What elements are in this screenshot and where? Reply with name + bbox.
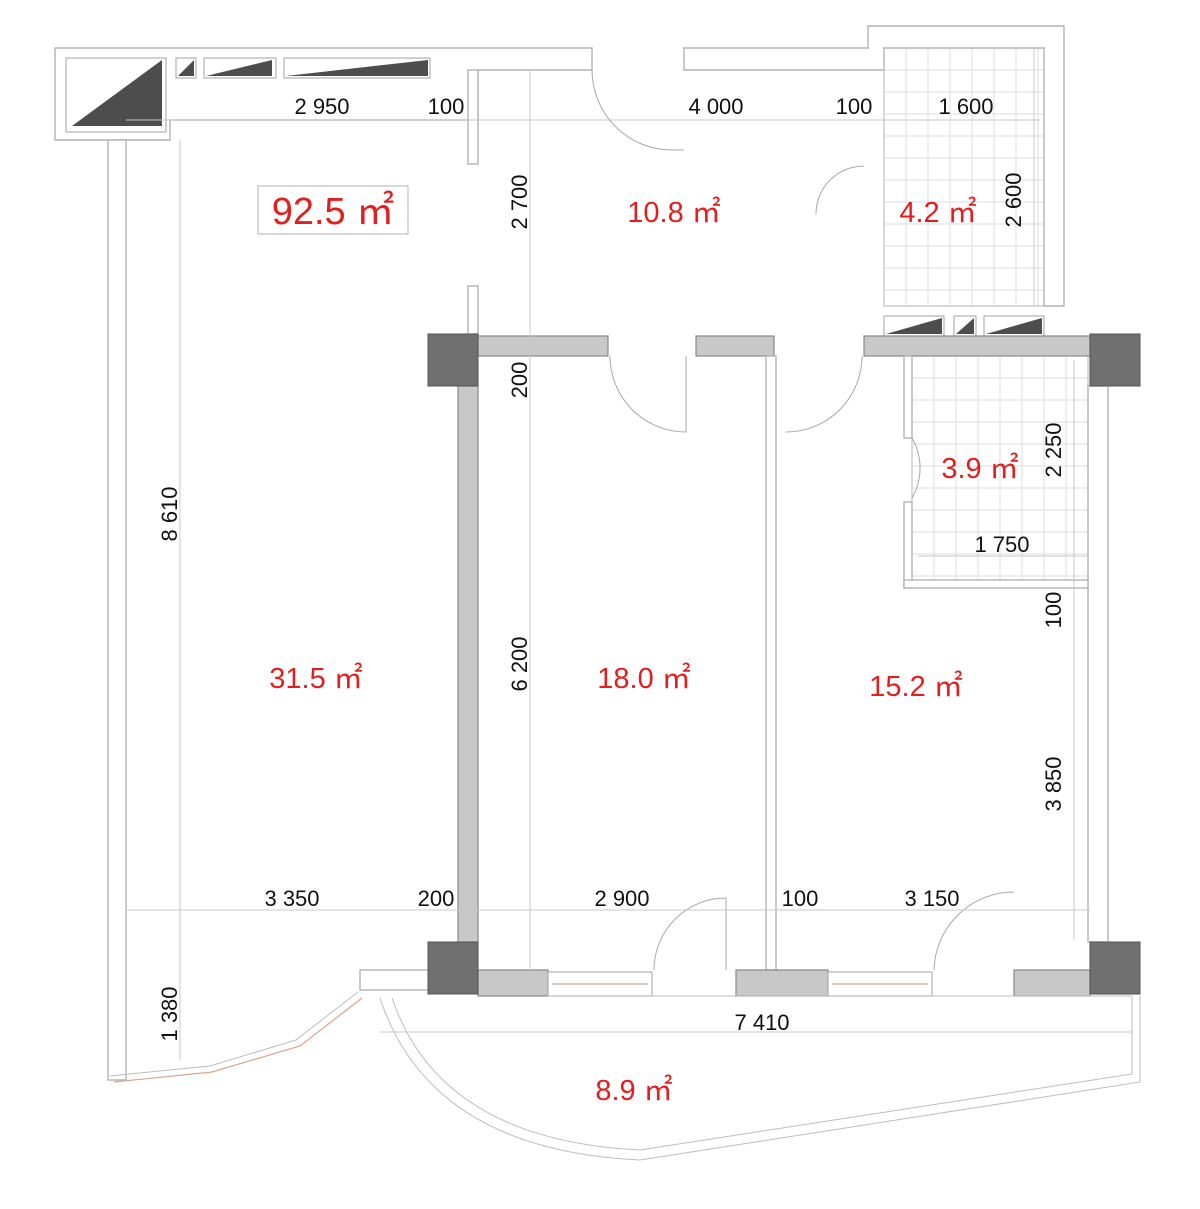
dim-v-2700: 2 700 <box>507 174 532 229</box>
dim-v-1380: 1 380 <box>157 986 182 1041</box>
room-area-bathroom-right: 3.9 ㎡ <box>941 452 1018 485</box>
room-area-bathroom-top: 4.2 ㎡ <box>899 196 976 229</box>
dim-bot-200: 200 <box>418 886 455 911</box>
bathroom-top-tiles <box>883 47 1045 307</box>
dim-v-200: 200 <box>507 362 532 399</box>
dim-top-1600: 1 600 <box>938 94 993 119</box>
dimension-lines <box>126 48 1132 1060</box>
outer-walls <box>54 25 1109 1081</box>
dim-bot-3350: 3 350 <box>264 886 319 911</box>
windows <box>547 971 933 997</box>
columns <box>427 333 1141 995</box>
room-area-balcony: 8.9 ㎡ <box>595 1074 672 1107</box>
room-area-hall: 10.8 ㎡ <box>627 196 721 229</box>
room-area-bedroom-middle: 18.0 ㎡ <box>597 662 691 695</box>
dim-v-8610: 8 610 <box>157 486 182 541</box>
balcony <box>109 991 1141 1161</box>
room-area-bedroom-right: 15.2 ㎡ <box>869 670 963 703</box>
total-area-label: 92.5 ㎡ <box>272 191 395 233</box>
dim-v-2250: 2 250 <box>1041 422 1066 477</box>
room-area-living: 31.5 ㎡ <box>269 662 363 695</box>
dim-v-2600: 2 600 <box>1001 172 1026 227</box>
dim-top-2950: 2 950 <box>294 94 349 119</box>
dim-bot-2900: 2 900 <box>594 886 649 911</box>
dim-v-6200: 6 200 <box>507 636 532 691</box>
bathroom-right-tiles <box>911 355 1089 581</box>
dim-top-100-b: 100 <box>836 94 873 119</box>
dim-balcony-7410: 7 410 <box>734 1010 789 1035</box>
door-swings <box>591 69 1015 971</box>
dim-v-3850: 3 850 <box>1041 756 1066 811</box>
dim-top-4000: 4 000 <box>688 94 743 119</box>
total-area-box <box>257 185 409 235</box>
dim-bot-3150: 3 150 <box>904 886 959 911</box>
dim-bot-100: 100 <box>782 886 819 911</box>
dim-top-100-a: 100 <box>428 94 465 119</box>
dim-h-1750: 1 750 <box>974 532 1029 557</box>
dim-v-100: 100 <box>1041 592 1066 629</box>
